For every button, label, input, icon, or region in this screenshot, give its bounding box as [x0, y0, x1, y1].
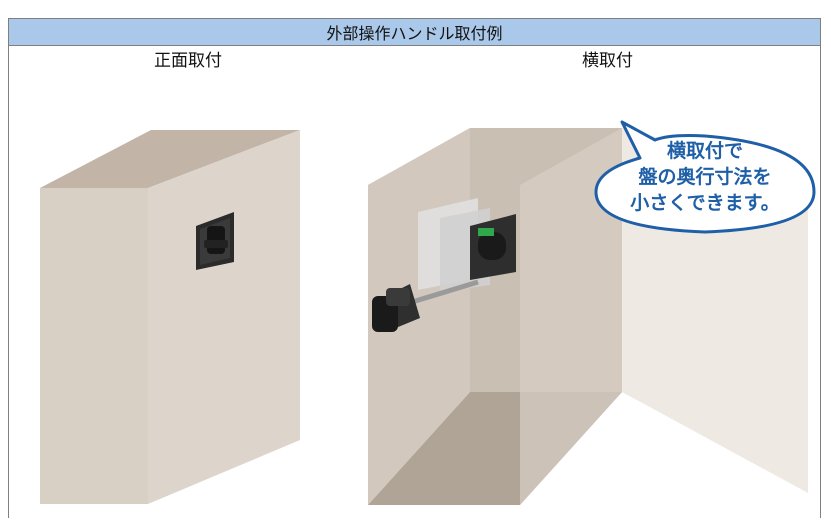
callout-line-1: 横取付で — [666, 140, 743, 162]
side-mount-label: 横取付 — [582, 51, 633, 71]
callout-text: 横取付で 盤の奥行寸法を 小さくできます。 — [601, 138, 809, 216]
cabinet-left-face — [40, 188, 148, 504]
rotary-handle-icon — [196, 212, 234, 270]
front-mount-label: 正面取付 — [154, 51, 222, 71]
breaker-unit-icon — [418, 198, 516, 292]
callout-bubble — [594, 120, 816, 234]
callout-line-2: 盤の奥行寸法を — [638, 166, 772, 188]
front-mount-cabinet — [40, 130, 300, 504]
callout-line-3: 小さくできます。 — [630, 192, 780, 214]
cabinet-right-inner — [520, 128, 622, 505]
figure-title: 外部操作ハンドル取付例 — [9, 19, 820, 46]
cabinet-top-face — [40, 130, 300, 188]
cabinet-front-face — [148, 130, 300, 504]
extension-shaft-icon — [411, 279, 479, 305]
rotary-handle-icon — [372, 284, 420, 332]
